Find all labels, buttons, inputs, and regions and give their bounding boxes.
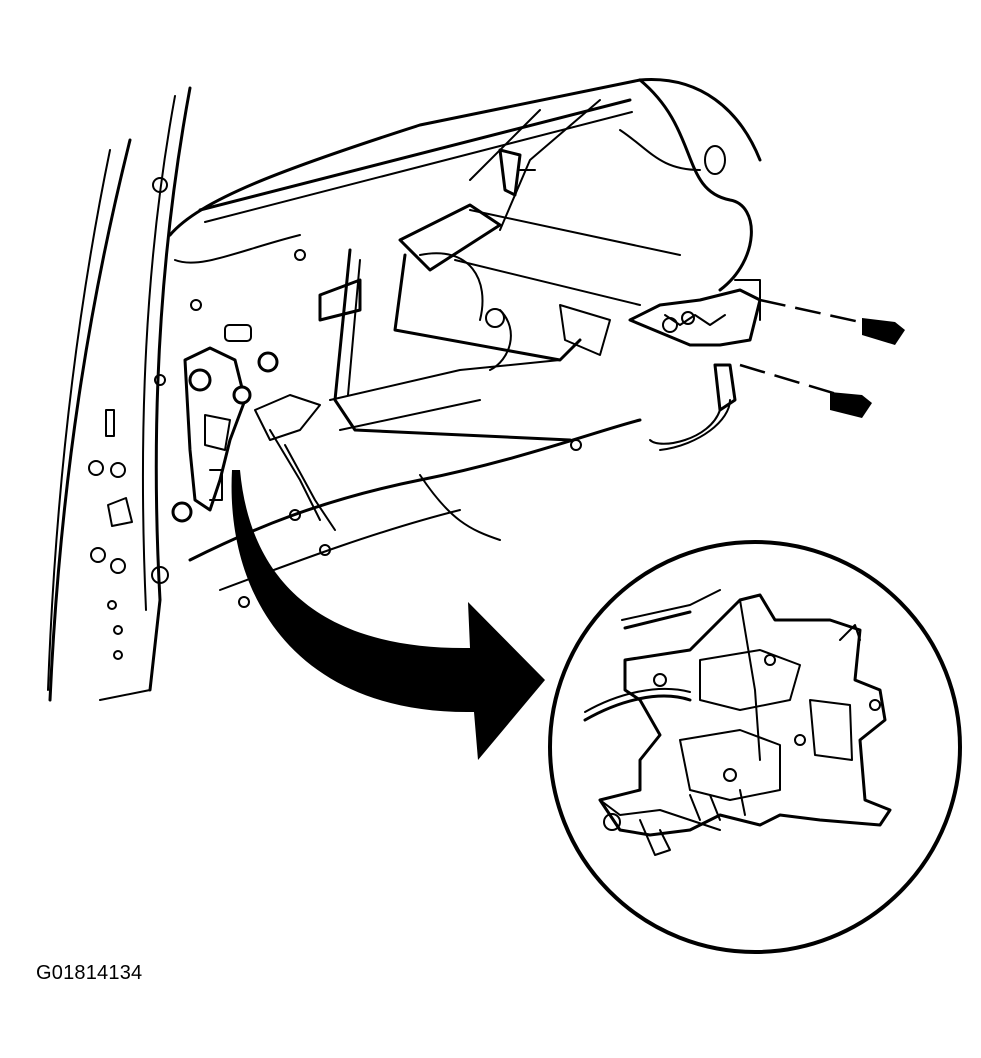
figure-id-label: G01814134 [36,962,143,984]
lower-screw-icon [830,392,872,418]
latch-plate [171,346,336,531]
lock-mechanism-detail [548,540,962,954]
door-lock-mechanism-detail-icon [583,589,892,856]
lock-rods [318,148,681,442]
screws [739,298,905,418]
upper-screw-icon [862,318,905,345]
door-pillar [47,86,192,702]
curved-callout-arrow-icon [231,470,545,760]
